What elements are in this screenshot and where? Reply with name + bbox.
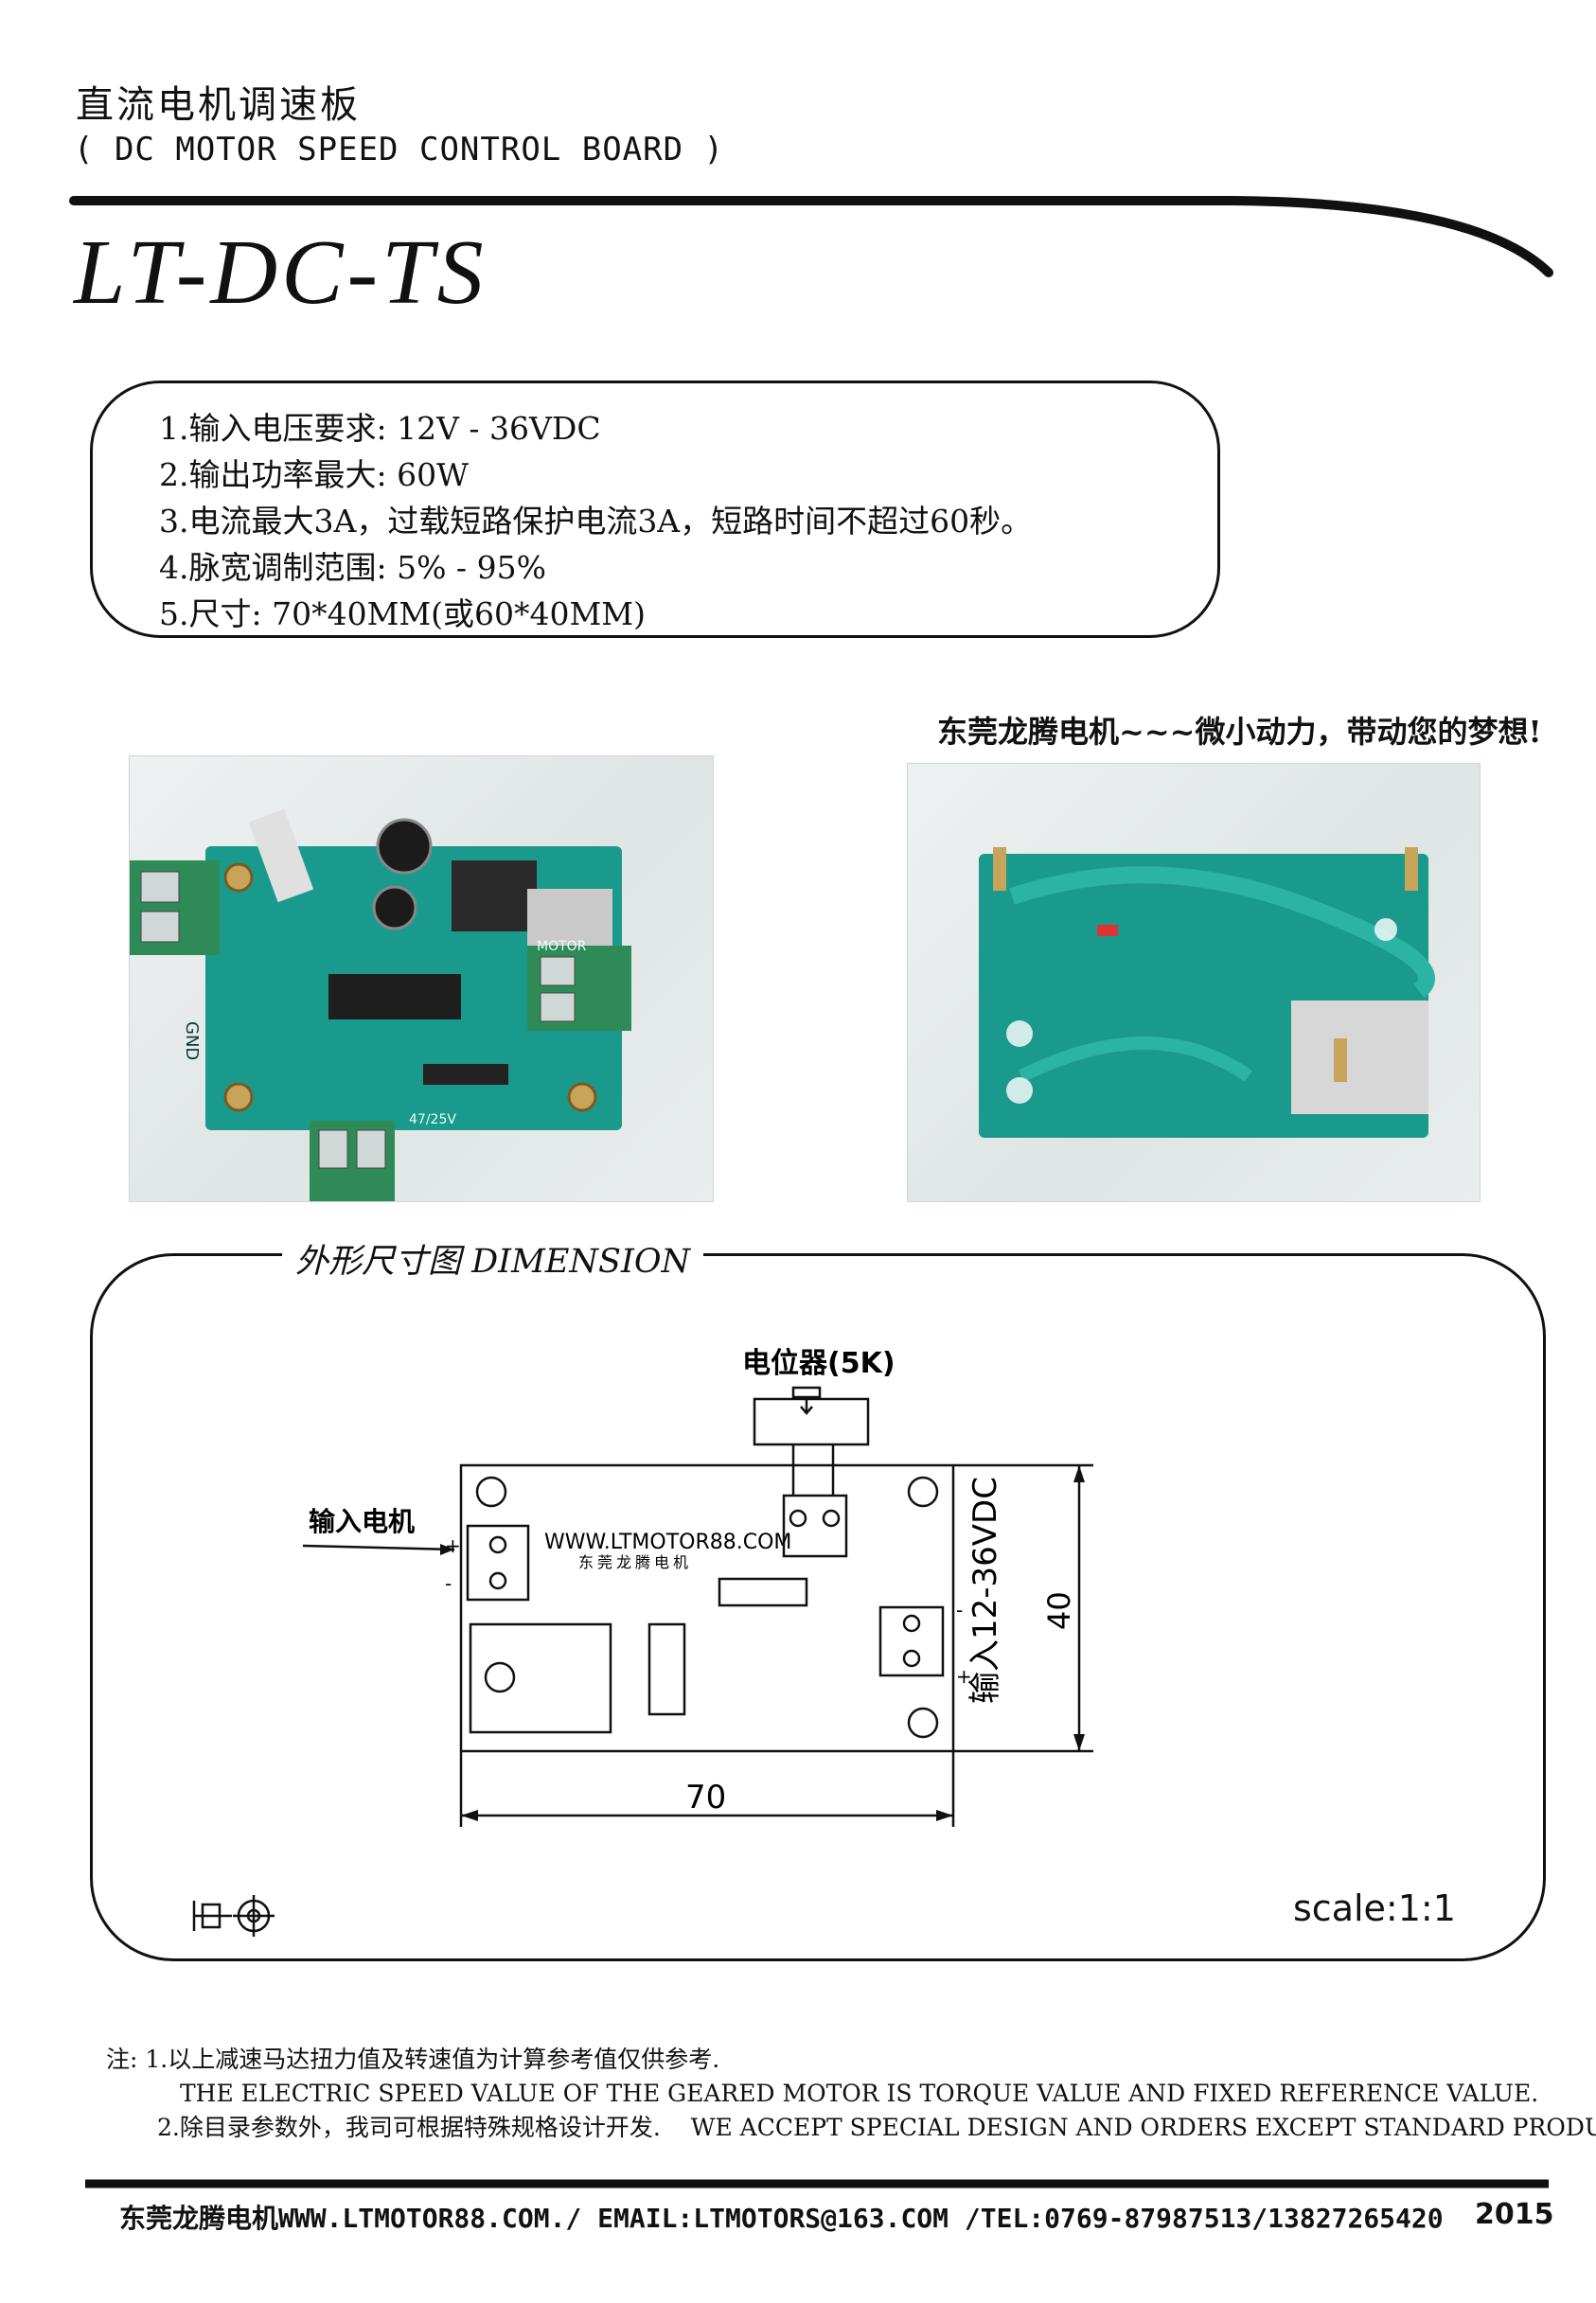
board-bottom-photo	[907, 763, 1481, 1202]
solder-pad	[1291, 1001, 1428, 1114]
spec-box	[90, 381, 1220, 638]
power-plus: +	[956, 1665, 972, 1688]
note-line-2: THE ELECTRIC SPEED VALUE OF THE GEARED M…	[180, 2080, 1539, 2107]
note-line-3: 2.除目录参数外，我司可根据特殊规格设计开发. WE ACCEPT SPECIA…	[106, 2111, 1596, 2145]
diode	[423, 1064, 508, 1085]
heatsink	[527, 889, 612, 946]
title-english: ( DC MOTOR SPEED CONTROL BOARD )	[74, 131, 725, 168]
standoff-left	[993, 847, 1006, 891]
spec-item-4: 4.脉宽调制范围: 5% - 95%	[159, 549, 546, 586]
capacitor-small	[372, 885, 417, 930]
width-dimension: 70	[685, 1779, 726, 1816]
note-line-1: 注: 1.以上减速马达扭力值及转速值为计算参考值仅供参考.	[106, 2046, 720, 2073]
spec-item-2: 2.输出功率最大: 60W	[159, 456, 470, 493]
capacitor-large	[376, 818, 433, 875]
board-outline	[459, 1463, 955, 1753]
power-terminal	[878, 1605, 945, 1677]
standoff-center	[1334, 1038, 1347, 1082]
power-minus: -	[956, 1599, 963, 1621]
spec-list: 1.输入电压要求: 12V - 36VDC 2.输出功率最大: 60W 3.电流…	[159, 405, 1032, 637]
ic-chip	[328, 974, 461, 1019]
gnd-label: GND	[182, 1021, 202, 1060]
motor-terminal	[466, 1524, 530, 1602]
motor-label: MOTOR	[537, 939, 587, 954]
potentiometer-label: 电位器(5K)	[742, 1347, 896, 1380]
smd-component	[1097, 925, 1118, 936]
spec-item-3: 3.电流最大3A，过载短路保护电流3A，短路时间不超过60秒。	[159, 503, 1033, 540]
slogan: 东莞龙腾电机~~~微小动力，带动您的梦想!	[937, 714, 1542, 750]
footer-contact: 东莞龙腾电机WWW.LTMOTOR88.COM./ EMAIL:LTMOTORS…	[119, 2203, 1444, 2234]
voltage-label: 输入12-36VDC	[966, 1477, 1004, 1704]
note-line-3-en: WE ACCEPT SPECIAL DESIGN AND ORDERS EXCE…	[690, 2114, 1596, 2141]
model-number: LT-DC-TS	[74, 221, 488, 324]
company-label: 东莞龙腾电机	[578, 1553, 692, 1571]
footer-divider	[85, 2179, 1549, 2188]
spec-item-1: 1.输入电压要求: 12V - 36VDC	[159, 410, 601, 447]
website-label: WWW.LTMOTOR88.COM	[544, 1531, 791, 1554]
board-top-photo: GND MOTOR 47/25V	[129, 755, 714, 1202]
regulator	[248, 808, 314, 903]
height-dimension: 40	[1041, 1591, 1077, 1630]
footer-year: 2015	[1475, 2198, 1554, 2231]
dimension-heading: 外形尺寸图 DIMENSION	[282, 1234, 704, 1283]
motor-terminal-block	[527, 946, 631, 1031]
dimension-drawing: 电位器(5K) 输入电机 WWW.LTMOTOR88.COM 东莞龙腾电机 + …	[192, 1347, 1093, 1937]
mosfet	[452, 860, 537, 931]
note-line-3-cn: 2.除目录参数外，我司可根据特殊规格设计开发.	[157, 2114, 661, 2141]
power-terminal-block	[310, 1121, 395, 1201]
motor-plus: +	[445, 1534, 461, 1557]
header-divider	[69, 196, 1553, 277]
scale-label: scale:1:1	[1293, 1887, 1456, 1929]
potentiometer-symbol	[791, 1386, 822, 1399]
pot-terminal	[782, 1494, 848, 1558]
standoff-right	[1405, 847, 1418, 891]
input-motor-label: 输入电机	[309, 1506, 415, 1537]
spec-item-5: 5.尺寸: 70*40MM(或60*40MM)	[159, 595, 646, 632]
input-terminal-block	[130, 860, 220, 955]
title-chinese: 直流电机调速板	[76, 83, 361, 127]
dimension-box	[90, 1253, 1546, 1961]
cap-label: 47/25V	[409, 1112, 456, 1127]
motor-minus: -	[445, 1572, 452, 1595]
notes: 注: 1.以上减速马达扭力值及转速值为计算参考值仅供参考. THE ELECTR…	[106, 2043, 1596, 2145]
